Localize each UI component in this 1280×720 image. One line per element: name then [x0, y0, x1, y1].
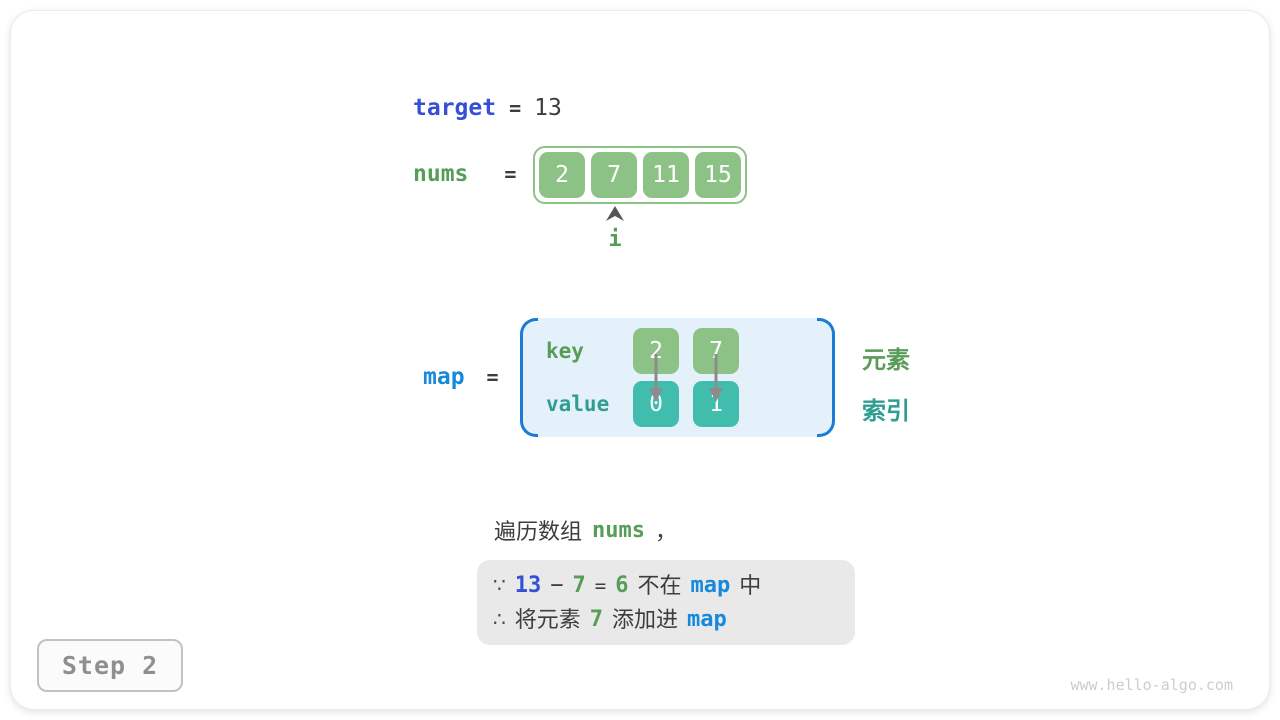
nums-array: 2 7 11 15 [533, 146, 747, 204]
map-label: map [423, 364, 465, 390]
note-diff-value: 6 [615, 572, 629, 598]
note-text-add-into: 添加进 [612, 606, 679, 632]
because-symbol: ∵ [493, 574, 506, 597]
array-cell: 7 [591, 152, 637, 198]
note-line-2: ∴ 将元素 7 添加进 map [493, 604, 839, 636]
target-value: 13 [534, 95, 562, 121]
array-cell: 15 [695, 152, 741, 198]
nums-equals: = [504, 162, 517, 186]
note-text-not-in: 不在 [637, 572, 682, 598]
caption-text: 遍历数组 [494, 519, 583, 544]
note-box: ∵ 13 − 7 = 6 不在 map 中 ∴ 将元素 7 添加进 map [477, 560, 855, 645]
legend-element-label: 元素 [862, 347, 910, 374]
nums-label-row: nums = [413, 161, 516, 187]
left-bracket [520, 318, 538, 437]
nums-label: nums [413, 161, 469, 187]
map-container: key value 2 7 0 1 [520, 318, 835, 437]
key-row-label: key [546, 339, 584, 363]
right-bracket [817, 318, 835, 437]
note-line-1: ∵ 13 − 7 = 6 不在 map 中 [493, 570, 839, 602]
note-text-in: 中 [739, 572, 762, 598]
map-equals: = [486, 365, 499, 389]
therefore-symbol: ∴ [493, 608, 506, 631]
value-row-label: value [546, 392, 610, 416]
key-to-value-arrow-icon [709, 354, 723, 402]
note-code-map: map [690, 572, 731, 598]
pointer-label: i [608, 227, 622, 252]
step-badge: Step 2 [37, 639, 183, 692]
caption-comma: ， [655, 519, 678, 544]
caption-row: 遍历数组 nums ， [494, 514, 677, 546]
note-equals: = [594, 574, 607, 597]
legend-index-label: 索引 [862, 398, 910, 425]
caption-code-nums: nums [592, 517, 645, 543]
map-label-row: map = [423, 364, 499, 390]
watermark: www.hello-algo.com [1070, 676, 1233, 694]
array-cell: 11 [643, 152, 689, 198]
note-text-add-element: 将元素 [514, 606, 581, 632]
array-cell: 2 [539, 152, 585, 198]
note-code-map: map [687, 606, 727, 632]
note-current-value: 7 [572, 572, 586, 598]
target-row: target = 13 [413, 95, 562, 121]
pointer-caret-icon [606, 206, 624, 221]
target-label: target [413, 95, 497, 121]
note-target-value: 13 [514, 572, 542, 598]
key-to-value-arrow-icon [649, 354, 663, 402]
map-key-cell: 7 [693, 328, 739, 374]
note-minus: − [550, 572, 564, 598]
target-equals: = [509, 96, 522, 120]
note-added-value: 7 [589, 606, 603, 632]
